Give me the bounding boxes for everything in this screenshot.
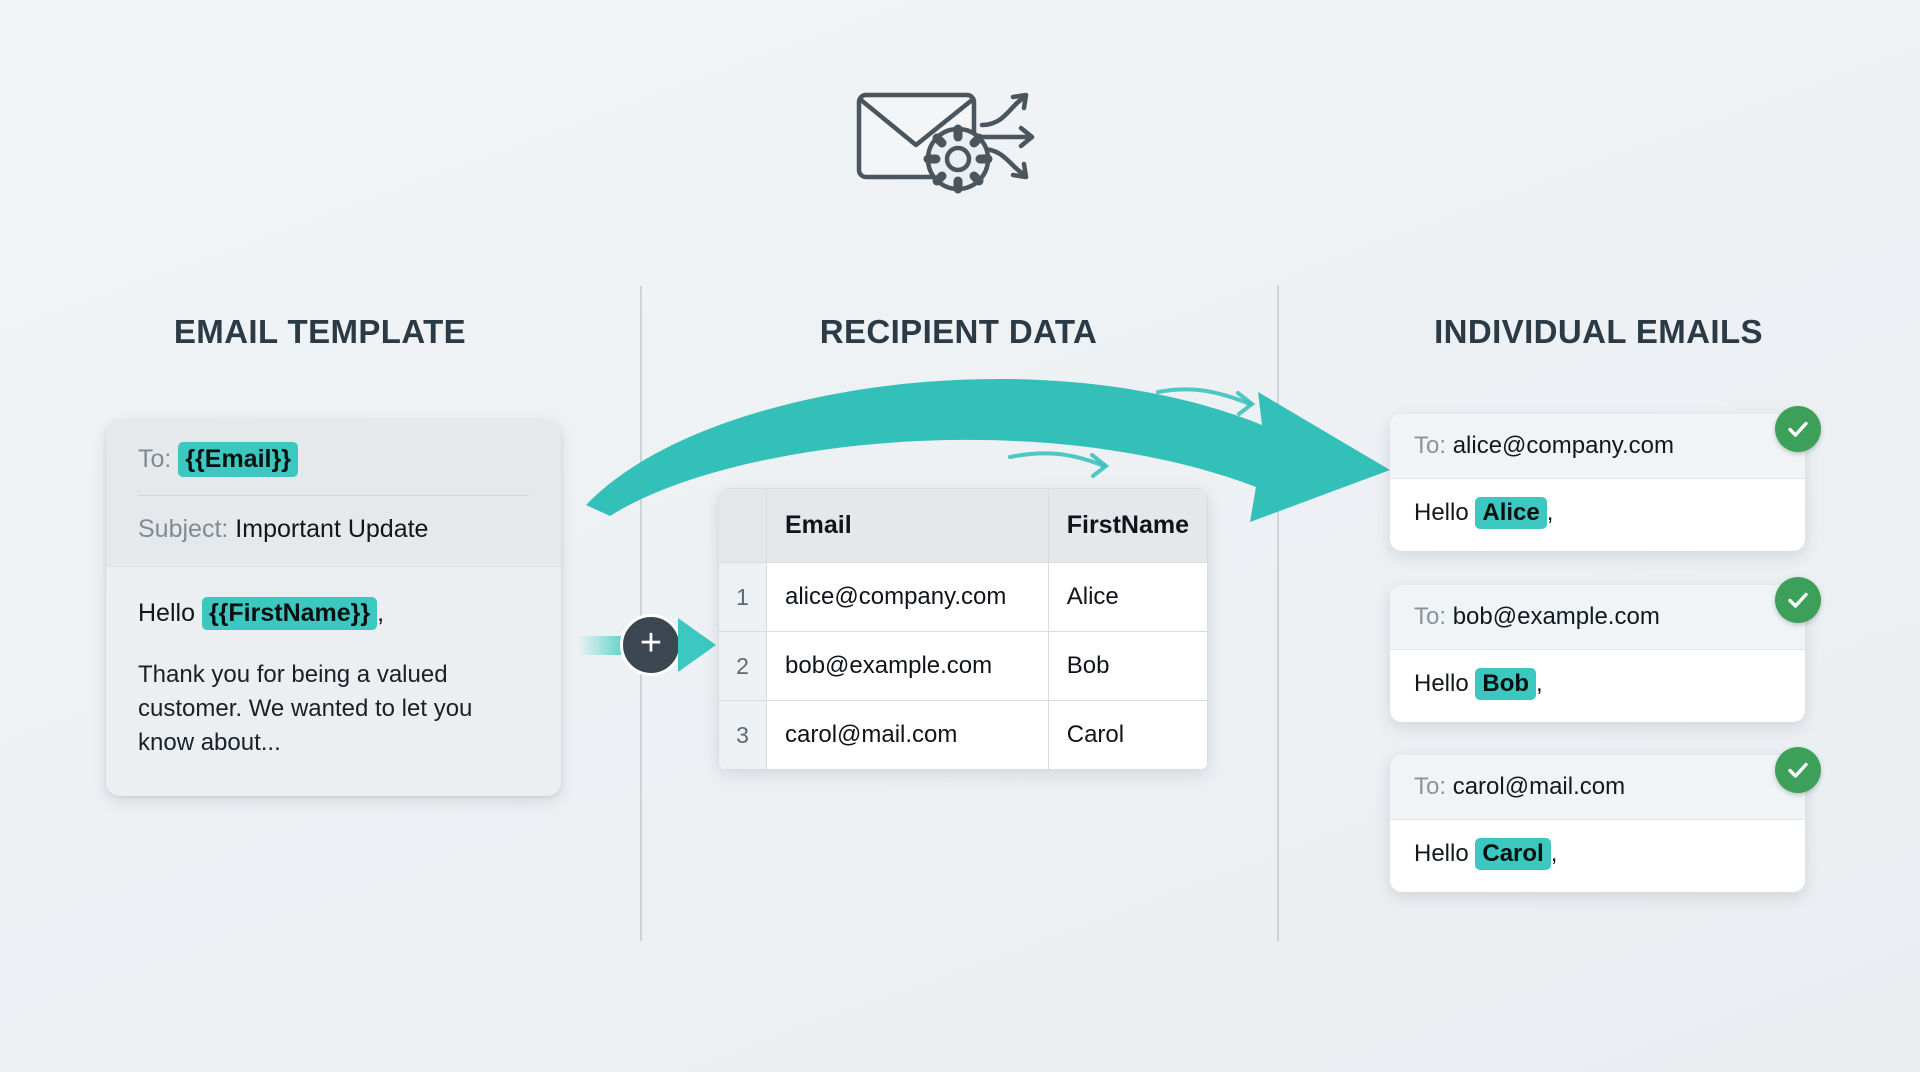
- email-card-header: To: carol@mail.com: [1390, 755, 1805, 820]
- template-paragraph: Thank you for being a valued customer. W…: [138, 660, 473, 756]
- template-header: To: {{Email}} Subject: Important Update: [106, 420, 561, 566]
- individual-email-card[interactable]: To: alice@company.com Hello Alice,: [1390, 414, 1805, 551]
- check-circle-icon: [1775, 747, 1821, 793]
- column-header-email[interactable]: Email: [766, 488, 1049, 563]
- cell-firstname[interactable]: Bob: [1047, 631, 1208, 701]
- column-title-recipient-data: RECIPIENT DATA: [819, 313, 1098, 350]
- individual-email-card[interactable]: To: carol@mail.com Hello Carol,: [1390, 755, 1805, 892]
- email-card-header: To: bob@example.com: [1390, 585, 1805, 650]
- table-row[interactable]: 2 bob@example.com Bob: [718, 631, 1208, 701]
- email-card-greeting-prefix: Hello: [1414, 670, 1469, 697]
- column-divider-right: [1277, 286, 1279, 941]
- email-card-greeting-suffix: ,: [1546, 499, 1554, 526]
- email-card-to-label: To:: [1414, 773, 1447, 800]
- email-template-card[interactable]: To: {{Email}} Subject: Important Update …: [106, 420, 561, 796]
- check-circle-icon: [1775, 577, 1821, 623]
- row-number: 1: [718, 562, 767, 632]
- email-card-to-value: alice@company.com: [1452, 432, 1675, 459]
- template-to-label: To:: [138, 445, 172, 473]
- cell-firstname[interactable]: Carol: [1047, 700, 1208, 770]
- email-card-header: To: alice@company.com: [1390, 414, 1805, 479]
- merge-bar: [578, 636, 632, 655]
- email-card-to-label: To:: [1414, 432, 1447, 459]
- plus-circle-icon[interactable]: +: [620, 614, 682, 676]
- email-card-name: Alice: [1475, 497, 1547, 529]
- cell-email[interactable]: carol@mail.com: [766, 700, 1049, 770]
- merge-arrow-icon: [678, 618, 716, 672]
- email-card-greeting-prefix: Hello: [1414, 840, 1469, 867]
- column-divider-left: [640, 286, 642, 941]
- row-number: 3: [718, 700, 767, 770]
- email-card-to-value: bob@example.com: [1452, 603, 1660, 630]
- template-greeting-prefix: Hello: [138, 598, 195, 627]
- cell-firstname[interactable]: Alice: [1047, 562, 1208, 632]
- template-subject-row: Subject: Important Update: [138, 514, 529, 545]
- column-header-row-number: [718, 488, 767, 563]
- cell-email[interactable]: bob@example.com: [766, 631, 1049, 701]
- email-card-to-label: To:: [1414, 603, 1447, 630]
- envelope-gear-arrows-icon: [855, 75, 1070, 195]
- table-row[interactable]: 1 alice@company.com Alice: [718, 562, 1208, 632]
- template-divider: [138, 495, 529, 497]
- email-card-body: Hello Bob,: [1390, 650, 1805, 722]
- email-card-name: Carol: [1475, 838, 1551, 870]
- column-title-individual-emails: INDIVIDUAL EMAILS: [1434, 313, 1763, 350]
- template-subject-value: Important Update: [235, 515, 429, 544]
- check-circle-icon: [1775, 406, 1821, 452]
- plus-label: +: [639, 622, 663, 664]
- table-row[interactable]: 3 carol@mail.com Carol: [718, 700, 1208, 770]
- template-greeting-suffix: ,: [377, 598, 385, 627]
- email-card-name: Bob: [1475, 668, 1537, 700]
- email-card-body: Hello Alice,: [1390, 479, 1805, 551]
- template-subject-label: Subject:: [138, 515, 229, 544]
- email-card-greeting-suffix: ,: [1536, 670, 1543, 697]
- template-greeting: Hello {{FirstName}},: [138, 596, 529, 630]
- column-title-email-template: EMAIL TEMPLATE: [173, 313, 467, 350]
- table-header-row: Email FirstName: [718, 488, 1208, 563]
- column-header-firstname[interactable]: FirstName: [1047, 488, 1208, 563]
- recipient-data-table[interactable]: Email FirstName 1 alice@company.com Alic…: [718, 488, 1208, 770]
- email-card-to-value: carol@mail.com: [1452, 773, 1626, 800]
- template-firstname-token: {{FirstName}}: [201, 596, 378, 630]
- template-to-row: To: {{Email}}: [138, 442, 529, 478]
- template-to-token: {{Email}}: [178, 442, 298, 478]
- row-number: 2: [718, 631, 767, 701]
- template-body: Hello {{FirstName}}, Thank you for being…: [106, 565, 561, 796]
- email-card-greeting-prefix: Hello: [1414, 499, 1469, 526]
- email-card-greeting-suffix: ,: [1550, 840, 1558, 867]
- merge-connector: +: [578, 614, 718, 676]
- email-card-body: Hello Carol,: [1390, 820, 1805, 892]
- individual-email-card[interactable]: To: bob@example.com Hello Bob,: [1390, 585, 1805, 722]
- cell-email[interactable]: alice@company.com: [766, 562, 1049, 632]
